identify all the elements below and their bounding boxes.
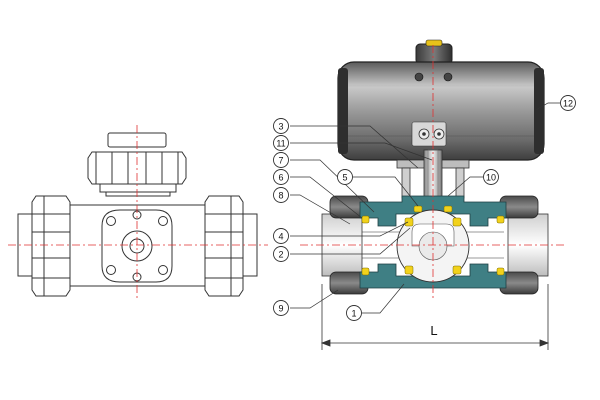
callout-4: 4 (273, 228, 289, 244)
callout-11: 11 (273, 135, 289, 151)
callout-9-label: 9 (278, 303, 283, 313)
left-mounting-flange (101, 209, 173, 283)
callout-2-label: 2 (278, 249, 283, 259)
callout-5: 5 (337, 169, 353, 185)
callout-7: 7 (273, 152, 289, 168)
left-right-union (204, 195, 258, 297)
callout-4-label: 4 (278, 231, 283, 241)
dimension-label: L (430, 323, 437, 338)
callout-12-label: 12 (563, 98, 573, 108)
dimension-L (320, 284, 550, 350)
callout-1-label: 1 (351, 308, 356, 318)
left-left-union (17, 195, 71, 297)
callout-3-label: 3 (278, 121, 283, 131)
left-view (17, 132, 258, 297)
callout-6-label: 6 (278, 172, 283, 182)
callout-8: 8 (273, 187, 289, 203)
callout-7-label: 7 (278, 155, 283, 165)
callouts: 3 11 7 6 8 4 2 9 (273, 95, 576, 321)
callout-12: 12 (560, 95, 576, 111)
callout-10: 10 (483, 169, 499, 185)
leader-lines (290, 102, 560, 314)
ball (396, 209, 470, 283)
left-centerlines (8, 125, 268, 300)
union-nuts (329, 195, 539, 295)
left-body-outline (69, 204, 206, 287)
seals (361, 205, 505, 276)
right-centerlines (300, 45, 566, 300)
callout-3: 3 (273, 118, 289, 134)
callout-10-label: 10 (486, 172, 496, 182)
callout-1: 1 (346, 305, 362, 321)
callout-6: 6 (273, 169, 289, 185)
callout-8-label: 8 (278, 190, 283, 200)
callout-11-label: 11 (276, 138, 285, 148)
actuator (337, 39, 545, 161)
callout-9: 9 (273, 300, 289, 316)
callout-2: 2 (273, 246, 289, 262)
callout-5-label: 5 (342, 172, 347, 182)
